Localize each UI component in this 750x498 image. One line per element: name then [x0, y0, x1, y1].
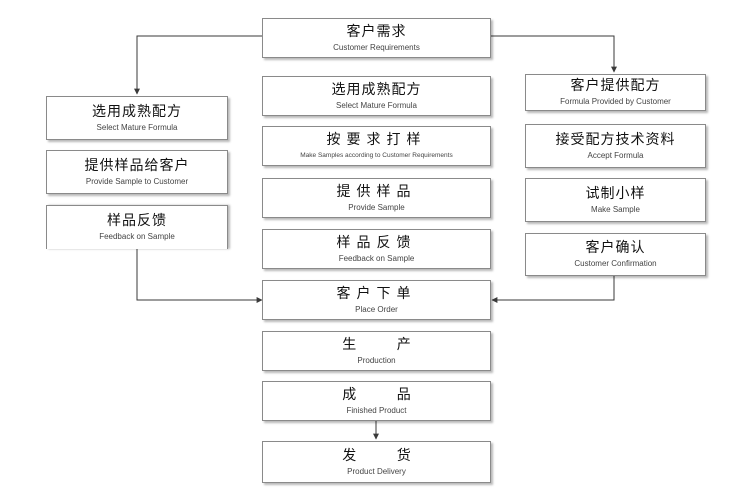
box-title-zh: 接受配方技术资料 — [555, 131, 676, 148]
flow-box-finished-product: 成 品 Finished Product — [262, 381, 491, 421]
box-title-en: Provide Sample to Customer — [85, 176, 189, 186]
box-title-en: Product Delivery — [347, 466, 406, 476]
box-title-zh: 提供样品 — [336, 183, 417, 200]
box-title-en: Formula Provided by Customer — [560, 97, 671, 106]
flow-box-select-mature-formula: 选用成熟配方 Select Mature Formula — [262, 76, 491, 116]
flow-box-provide-sample: 提供样品 Provide Sample — [262, 178, 491, 218]
box-title-zh: 样品反馈 — [107, 213, 167, 229]
box-title-zh: 选用成熟配方 — [331, 81, 422, 98]
box-title-zh: 客户下单 — [336, 285, 417, 302]
flow-box-right-make-sample: 试制小样 Make Sample — [525, 178, 706, 222]
box-title-zh: 试制小样 — [585, 185, 646, 202]
flow-box-left-provide-sample: 提供样品给客户 Provide Sample to Customer — [46, 150, 228, 194]
box-title-en: Provide Sample — [348, 202, 405, 212]
flow-box-feedback-on-sample: 样品反馈 Feedback on Sample — [262, 229, 491, 269]
box-title-en: Make Samples according to Customer Requi… — [300, 151, 453, 159]
box-title-en: Production — [357, 355, 396, 365]
box-title-zh: 发 货 — [342, 447, 429, 464]
box-title-zh: 客户确认 — [585, 240, 646, 256]
box-title-zh: 生 产 — [342, 336, 429, 353]
flow-box-customer-requirements: 客户需求 Customer Requirements — [262, 18, 491, 58]
flow-box-left-select-mature-formula: 选用成熟配方 Select Mature Formula — [46, 96, 228, 140]
box-title-zh: 客户提供配方 — [570, 78, 661, 94]
flow-box-production: 生 产 Production — [262, 331, 491, 371]
connector-to-left-branch — [134, 35, 262, 95]
box-title-zh: 选用成熟配方 — [92, 103, 182, 120]
flow-box-place-order: 客户下单 Place Order — [262, 280, 491, 320]
box-title-zh: 客户需求 — [346, 23, 407, 40]
box-title-en: Accept Formula — [587, 150, 644, 160]
connector-left-to-order — [136, 249, 263, 303]
connector-right-to-order — [491, 276, 615, 303]
box-title-en: Feedback on Sample — [338, 253, 415, 263]
flow-box-left-feedback: 样品反馈 Feedback on Sample — [46, 205, 228, 249]
flow-box-right-accept-formula: 接受配方技术资料 Accept Formula — [525, 124, 706, 168]
box-title-en: Place Order — [355, 304, 398, 314]
box-title-en: Customer Requirements — [333, 42, 420, 52]
box-title-en: Select Mature Formula — [96, 122, 178, 132]
box-title-zh: 提供样品给客户 — [84, 157, 190, 174]
flow-box-make-samples: 按要求打样 Make Samples according to Customer… — [262, 126, 491, 166]
box-title-en: Feedback on Sample — [99, 232, 175, 241]
box-title-zh: 样品反馈 — [336, 234, 417, 251]
box-title-en: Customer Confirmation — [574, 259, 657, 268]
box-title-en: Select Mature Formula — [336, 100, 417, 110]
box-title-en: Finished Product — [346, 405, 407, 415]
flow-box-product-delivery: 发 货 Product Delivery — [262, 441, 491, 483]
flow-box-right-customer-confirmation: 客户确认 Customer Confirmation — [525, 233, 706, 276]
connector-to-right-branch — [491, 35, 617, 73]
box-title-en: Make Sample — [591, 204, 640, 214]
box-title-zh: 按要求打样 — [326, 131, 427, 148]
flow-box-right-formula-by-customer: 客户提供配方 Formula Provided by Customer — [525, 74, 706, 111]
box-title-zh: 成 品 — [342, 386, 429, 403]
